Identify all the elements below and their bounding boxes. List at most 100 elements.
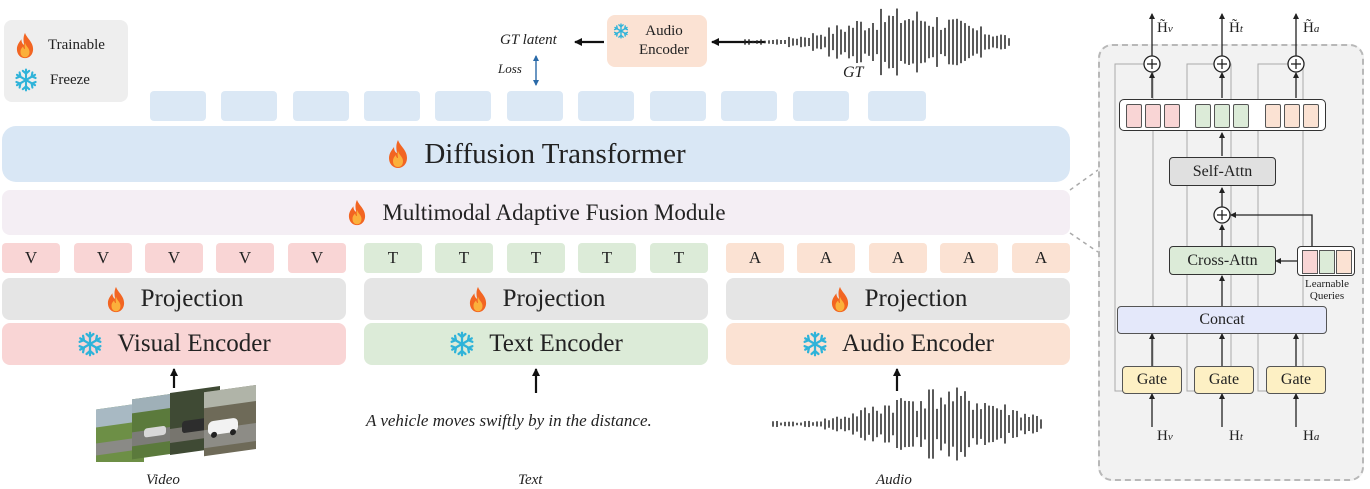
fused-token-t <box>1233 104 1249 128</box>
text-input-sentence: A vehicle moves swiftly by in the distan… <box>366 411 652 430</box>
text-encoder-label: Text Encoder <box>489 330 623 357</box>
legend-freeze-label: Freeze <box>50 71 90 88</box>
text-token: T <box>578 243 636 273</box>
snowflake-icon <box>77 331 103 357</box>
fused-token-v <box>1145 104 1161 128</box>
input-ht: Ht <box>1229 428 1243 444</box>
visual-token: V <box>288 243 346 273</box>
learnable-line2: Queries <box>1309 290 1345 302</box>
snowflake-icon <box>14 68 38 92</box>
audio-encoder-label: Audio Encoder <box>841 330 995 357</box>
latent-token <box>150 91 206 121</box>
gt-audio-encoder-line1: Audio <box>645 23 683 39</box>
fused-token-v <box>1126 104 1142 128</box>
gt-audio-encoder-line2: Encoder <box>639 42 689 58</box>
learnable-line1: Learnable <box>1305 278 1349 290</box>
fire-icon <box>386 139 410 169</box>
diffusion-transformer-label: Diffusion Transformer <box>424 137 686 170</box>
latent-token <box>364 91 420 121</box>
visual-token: V <box>2 243 60 273</box>
visual-projection-label: Projection <box>140 285 244 312</box>
gate-t: Gate <box>1194 366 1254 394</box>
latent-token <box>578 91 634 121</box>
cross-attn-block: Cross-Attn <box>1169 246 1276 275</box>
audio-encoder: Audio Encoder <box>726 323 1070 365</box>
zoom-line-top <box>1069 169 1099 191</box>
gt-waveform <box>744 8 1010 76</box>
snowflake-icon <box>613 23 629 39</box>
gate-v: Gate <box>1122 366 1182 394</box>
self-attn-block: Self-Attn <box>1169 157 1276 186</box>
fire-icon <box>467 286 489 313</box>
query-token <box>1319 250 1335 274</box>
latent-token <box>650 91 706 121</box>
legend: Trainable Freeze <box>4 20 128 102</box>
text-token: T <box>650 243 708 273</box>
audio-input-waveform <box>772 387 1042 461</box>
gate-a: Gate <box>1266 366 1326 394</box>
latent-token <box>221 91 277 121</box>
latent-token <box>721 91 777 121</box>
input-ha: Ha <box>1303 428 1320 444</box>
text-projection: Projection <box>364 278 708 320</box>
audio-token: A <box>940 243 998 273</box>
zoom-line-bottom <box>1069 232 1099 253</box>
text-token: T <box>364 243 422 273</box>
learnable-queries-label: Learnable Queries <box>1296 278 1358 302</box>
audio-token: A <box>797 243 855 273</box>
snowflake-icon <box>802 331 828 357</box>
video-frames-thumbnail <box>96 384 256 462</box>
legend-trainable-label: Trainable <box>48 37 105 53</box>
gt-latent-label: GT latent <box>500 32 557 48</box>
snowflake-icon <box>449 331 475 357</box>
input-hv: Hv <box>1157 428 1173 444</box>
audio-projection: Projection <box>726 278 1070 320</box>
output-hv: H̃v <box>1157 20 1173 36</box>
query-token <box>1302 250 1318 274</box>
visual-encoder-label: Visual Encoder <box>117 330 271 357</box>
fused-token-a <box>1303 104 1319 128</box>
latent-token <box>507 91 563 121</box>
video-label: Video <box>146 472 180 488</box>
concat-block: Concat <box>1117 306 1327 334</box>
diffusion-transformer: Diffusion Transformer <box>2 126 1070 182</box>
audio-token: A <box>1012 243 1070 273</box>
visual-encoder: Visual Encoder <box>2 323 346 365</box>
latent-token <box>793 91 849 121</box>
query-token <box>1336 250 1352 274</box>
fused-token-a <box>1284 104 1300 128</box>
legend-freeze: Freeze <box>14 68 90 92</box>
output-ht: H̃t <box>1229 20 1243 36</box>
visual-token: V <box>74 243 132 273</box>
fused-token-v <box>1164 104 1180 128</box>
fused-token-a <box>1265 104 1281 128</box>
gt-label: GT <box>843 64 864 81</box>
fire-icon <box>105 286 127 313</box>
fire-icon <box>14 32 36 59</box>
text-label: Text <box>518 472 543 488</box>
visual-token: V <box>145 243 203 273</box>
output-ha: H̃a <box>1303 20 1320 36</box>
fire-icon <box>829 286 851 313</box>
audio-projection-label: Projection <box>864 285 968 312</box>
gt-audio-encoder: Audio Encoder <box>607 15 707 67</box>
audio-token: A <box>726 243 784 273</box>
latent-token <box>868 91 926 121</box>
fusion-module: Multimodal Adaptive Fusion Module <box>2 190 1070 235</box>
latent-token <box>293 91 349 121</box>
fusion-module-label: Multimodal Adaptive Fusion Module <box>382 199 726 225</box>
audio-label: Audio <box>876 472 912 488</box>
visual-projection: Projection <box>2 278 346 320</box>
latent-token <box>435 91 491 121</box>
audio-token: A <box>869 243 927 273</box>
text-token: T <box>435 243 493 273</box>
fused-token-t <box>1214 104 1230 128</box>
visual-token: V <box>216 243 274 273</box>
legend-trainable: Trainable <box>14 32 105 59</box>
loss-label: Loss <box>498 61 522 76</box>
fused-token-t <box>1195 104 1211 128</box>
text-encoder: Text Encoder <box>364 323 708 365</box>
text-token: T <box>507 243 565 273</box>
text-projection-label: Projection <box>502 285 606 312</box>
fire-icon <box>346 199 368 226</box>
